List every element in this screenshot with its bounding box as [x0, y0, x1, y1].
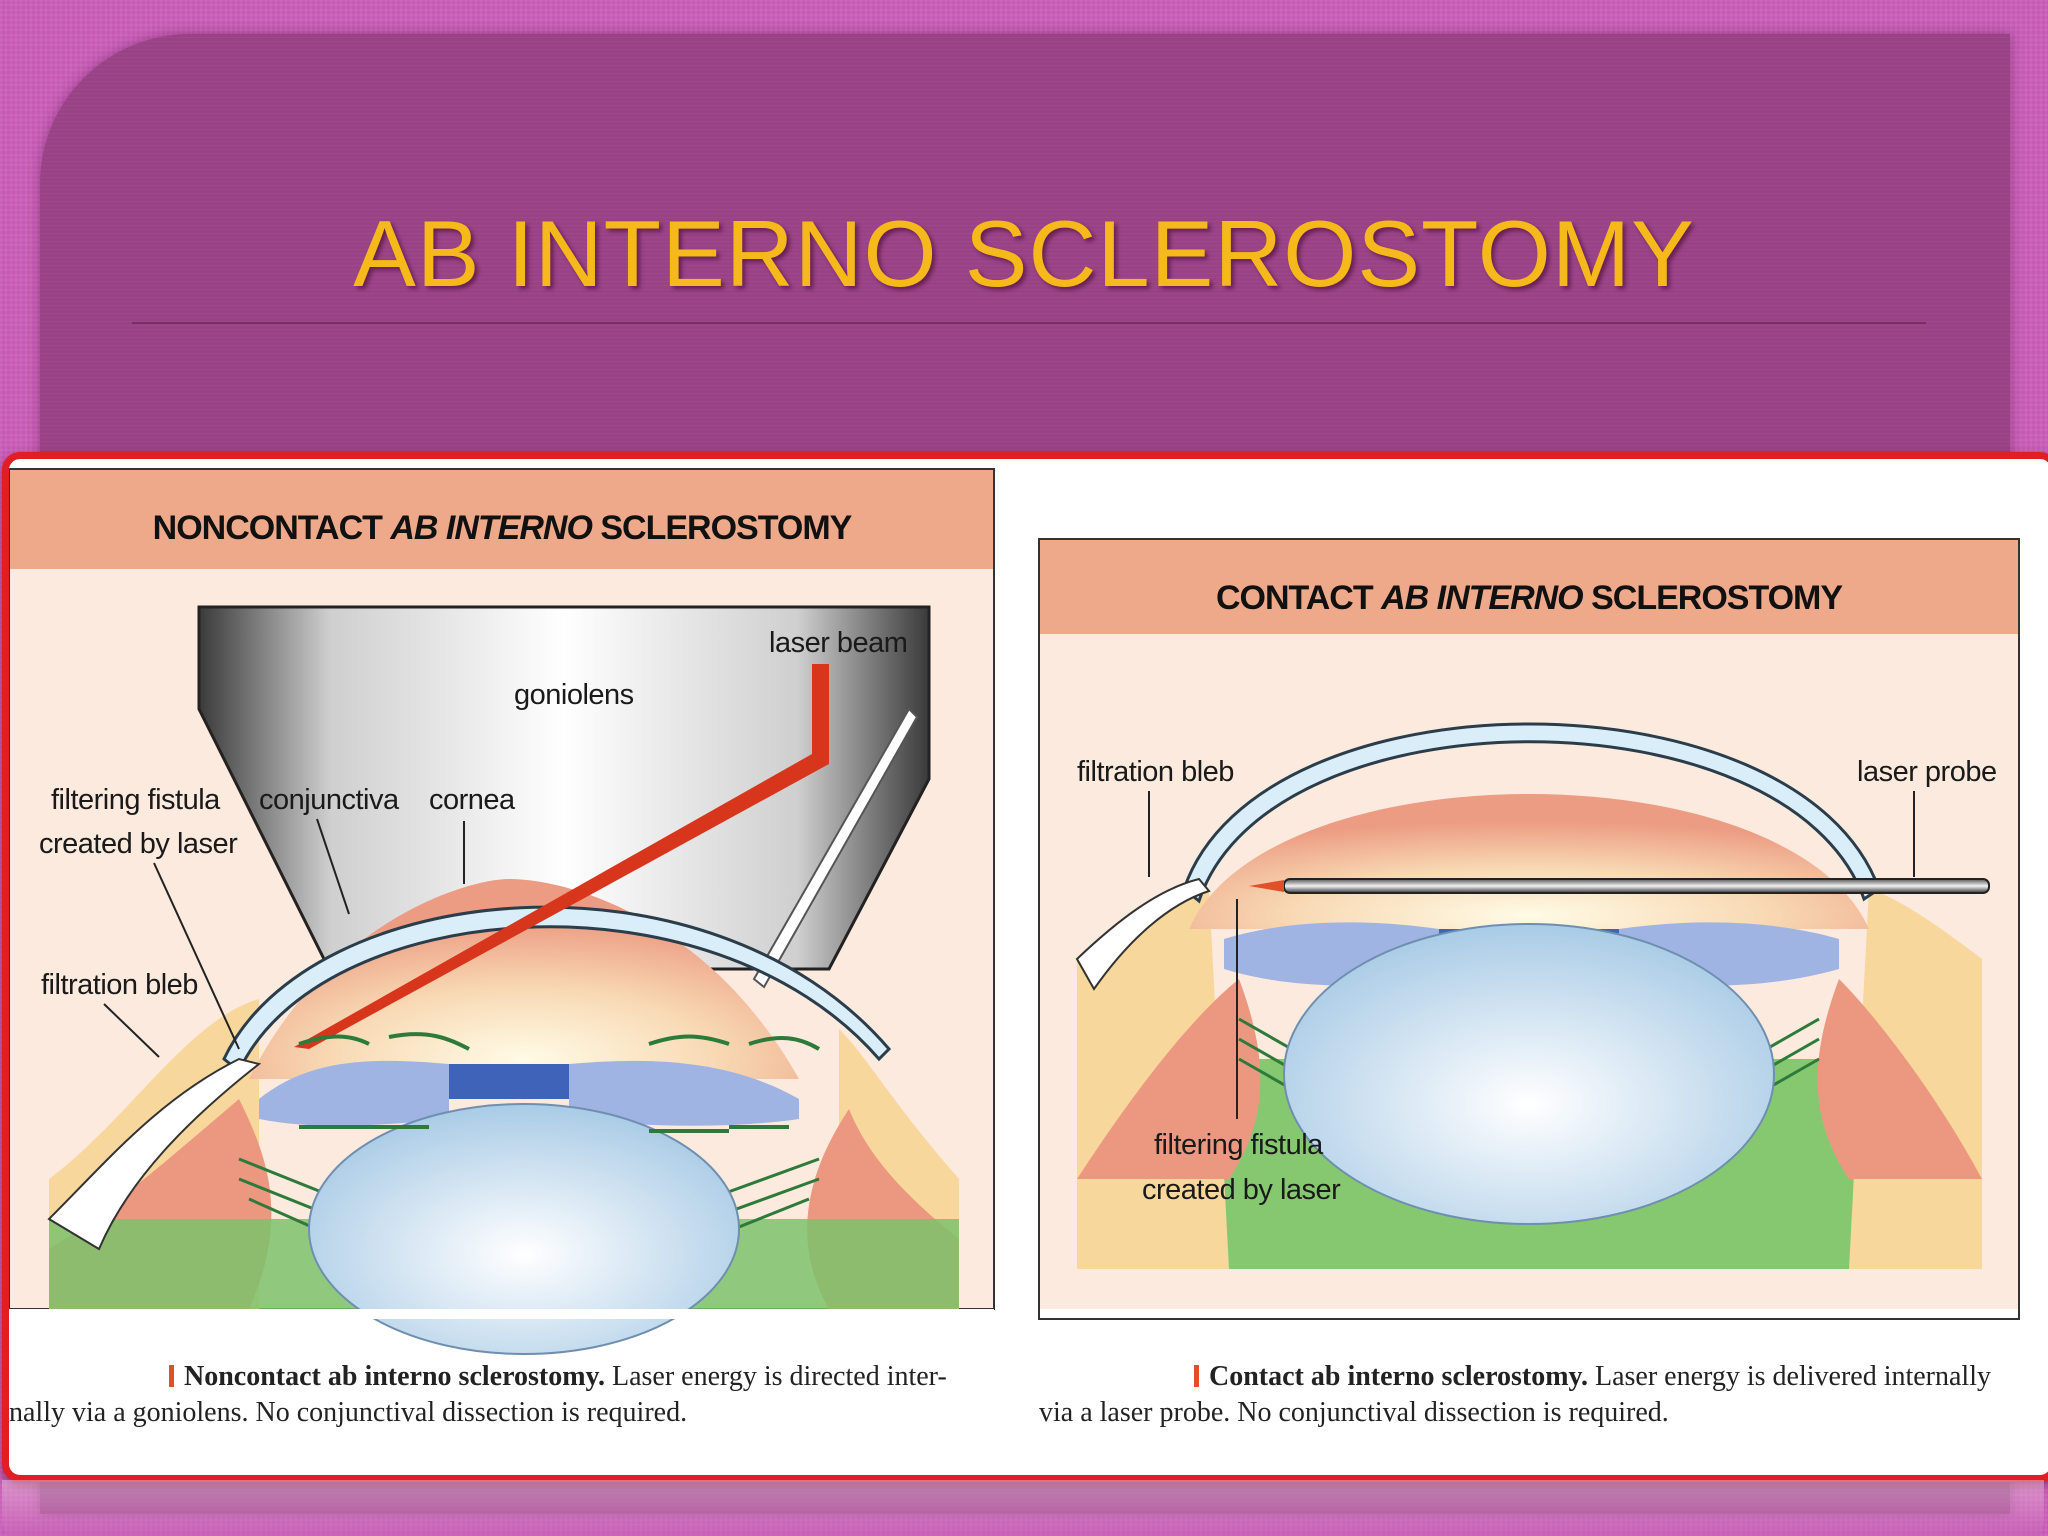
right-filtration-bleb-shape	[1075, 877, 1211, 991]
slide-title: AB INTERNO SCLEROSTOMY	[353, 201, 1695, 306]
filtration-bleb-shape	[47, 1057, 262, 1251]
label-goniolens: goniolens	[514, 679, 634, 711]
right-header-band	[1039, 539, 2019, 634]
leader-lines-right	[1148, 791, 1915, 1119]
right-caption-bold: Contact ab interno sclerostomy.	[1209, 1361, 1588, 1392]
right-cornea-arc	[1182, 722, 1881, 904]
left-caption-line1: Noncontact ab interno sclerostomy. Laser…	[169, 1359, 947, 1395]
right-label-filtering-fistula-1: filtering fistula	[1154, 1129, 1324, 1161]
goniolens-shape	[197, 605, 931, 971]
cornea-arc	[222, 905, 892, 1074]
label-filtering-fistula-2: created by laser	[39, 828, 238, 860]
leader-lines-left	[103, 818, 465, 1058]
right-anterior-chamber	[1189, 794, 1869, 929]
goniolens-mirror	[752, 707, 919, 989]
right-caption-line1: Contact ab interno sclerostomy. Laser en…	[1194, 1359, 1991, 1395]
right-caption-rest: Laser energy is delivered internally	[1588, 1361, 1991, 1392]
label-laser-probe: laser probe	[1857, 756, 1997, 788]
right-iris-root-left	[1077, 979, 1261, 1179]
right-label-filtration-bleb: filtration bleb	[1077, 756, 1234, 788]
left-header-band	[9, 469, 994, 569]
flow-arrows	[298, 1032, 821, 1133]
label-filtration-bleb: filtration bleb	[41, 969, 198, 1001]
laser-probe-shape	[1283, 878, 1990, 894]
label-laser-beam: laser beam	[769, 627, 907, 659]
left-panel: NONCONTACT AB INTERNO SCLEROSTOMY	[9, 468, 995, 1355]
title-divider	[132, 322, 1926, 324]
iris-left	[259, 1060, 449, 1126]
pupil-edge	[449, 1064, 569, 1099]
right-crystalline-lens	[1283, 923, 1775, 1225]
right-panel-title: CONTACT AB INTERNO SCLEROSTOMY	[1216, 579, 1843, 617]
sclerostomy-diagram: NONCONTACT AB INTERNO SCLEROSTOMY	[9, 468, 2020, 1355]
left-panel-title: NONCONTACT AB INTERNO SCLEROSTOMY	[153, 509, 853, 547]
left-caption-rest: Laser energy is directed inter-	[605, 1361, 947, 1392]
figure-frame: NONCONTACT AB INTERNO SCLEROSTOMY	[2, 452, 2048, 1482]
left-caption-line2: nally via a goniolens. No conjunctival d…	[9, 1397, 688, 1428]
frame-reflection	[0, 1480, 2048, 1536]
right-caption-line2: via a laser probe. No conjunctival disse…	[1039, 1397, 1669, 1428]
right-iris-root-right	[1817, 979, 1982, 1179]
right-panel: CONTACT AB INTERNO SCLEROSTOMY filtratio…	[1038, 538, 2020, 1320]
right-panel-border	[1038, 538, 2020, 1320]
anterior-chamber	[249, 879, 799, 1079]
label-cornea: cornea	[429, 784, 516, 816]
label-filtering-fistula-1: filtering fistula	[51, 784, 221, 816]
crystalline-lens	[308, 1103, 740, 1355]
right-label-filtering-fistula-2: created by laser	[1142, 1174, 1341, 1206]
label-conjunctiva: conjunctiva	[259, 784, 400, 816]
iris-right	[569, 1060, 799, 1126]
left-caption-bold: Noncontact ab interno sclerostomy.	[184, 1361, 605, 1392]
probe-tip-flash	[1249, 880, 1284, 892]
